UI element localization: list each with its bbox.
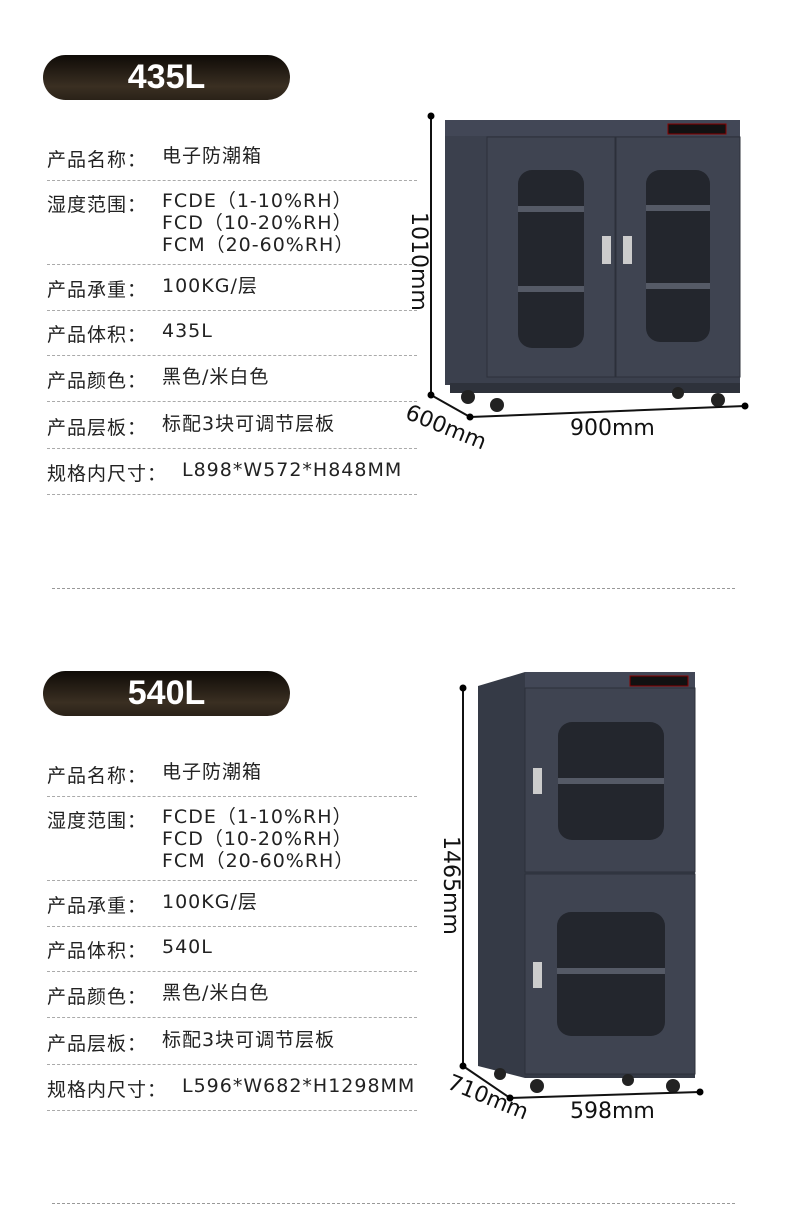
spec-value: 540L	[162, 936, 213, 958]
height-dimension: 1010mm	[406, 212, 431, 311]
width-dimension: 900mm	[570, 416, 655, 441]
spec-label: 产品颜色：	[47, 986, 148, 1008]
spec-value: FCM（20-60%RH）	[162, 850, 355, 872]
section-divider	[52, 1203, 735, 1204]
spec-label: 产品名称：	[47, 149, 148, 171]
section-divider	[52, 588, 735, 589]
spec-value: 标配3块可调节层板	[162, 1029, 336, 1051]
spec-value: L898*W572*H848MM	[182, 459, 403, 481]
product-section-435l: 435L 产品名称： 电子防潮箱 湿度范围： FCDE（1-10%RH）FCD（10…	[43, 55, 749, 589]
spec-value: FCDE（1-10%RH）	[162, 190, 353, 212]
spec-label: 湿度范围：	[47, 194, 148, 216]
spec-label: 产品层板：	[47, 417, 148, 439]
spec-label: 产品体积：	[47, 940, 148, 962]
spec-label: 湿度范围：	[47, 810, 148, 832]
spec-label: 产品名称：	[47, 765, 148, 787]
spec-value: 100KG/层	[162, 891, 258, 913]
spec-value: 电子防潮箱	[162, 761, 263, 783]
cabinet-illustration-540l: 1465mm 710mm 598mm	[438, 672, 704, 1125]
spec-row-inner-size: 规格内尺寸： L898*W572*H848MM	[47, 459, 417, 495]
spec-value: FCDE（1-10%RH）	[162, 806, 353, 828]
spec-value: L596*W682*H1298MM	[182, 1075, 416, 1097]
spec-label: 产品颜色：	[47, 370, 148, 392]
spec-row-name: 产品名称： 电子防潮箱	[47, 145, 417, 181]
spec-value: 黑色/米白色	[162, 366, 270, 388]
product-title-badge: 435L	[43, 55, 290, 100]
spec-row-inner-size: 规格内尺寸： L596*W682*H1298MM	[47, 1075, 417, 1111]
depth-dimension: 710mm	[444, 1070, 532, 1125]
spec-row-color: 产品颜色： 黑色/米白色	[47, 982, 417, 1018]
spec-label: 规格内尺寸：	[47, 1079, 168, 1101]
spec-value: 435L	[162, 320, 213, 342]
spec-row-load: 产品承重： 100KG/层	[47, 275, 417, 311]
spec-label: 规格内尺寸：	[47, 463, 168, 485]
product-title-badge: 540L	[43, 671, 290, 716]
spec-value: FCD（10-20%RH）	[162, 212, 353, 234]
spec-value: 黑色/米白色	[162, 982, 270, 1004]
depth-dimension: 600mm	[402, 400, 490, 455]
spec-label: 产品承重：	[47, 279, 148, 301]
spec-label: 产品层板：	[47, 1033, 148, 1055]
spec-row-humidity: 湿度范围： FCDE（1-10%RH）FCD（10-20%RH）FCM（20-60…	[47, 190, 417, 265]
spec-row-volume: 产品体积： 540L	[47, 936, 417, 972]
spec-value: 标配3块可调节层板	[162, 413, 336, 435]
spec-value: FCD（10-20%RH）	[162, 828, 353, 850]
height-dimension: 1465mm	[438, 836, 463, 935]
spec-row-shelves: 产品层板： 标配3块可调节层板	[47, 413, 417, 449]
spec-label: 产品承重：	[47, 895, 148, 917]
cabinet-illustration-435l: 1010mm 600mm 900mm	[402, 112, 749, 455]
spec-row-load: 产品承重： 100KG/层	[47, 891, 417, 927]
product-section-540l: 540L 产品名称： 电子防潮箱 湿度范围： FCDE（1-10%RH）FCD（10…	[0, 616, 790, 1232]
spec-value: 电子防潮箱	[162, 145, 263, 167]
width-dimension: 598mm	[570, 1099, 655, 1124]
spec-row-shelves: 产品层板： 标配3块可调节层板	[47, 1029, 417, 1065]
spec-row-humidity: 湿度范围： FCDE（1-10%RH）FCD（10-20%RH）FCM（20-60…	[47, 806, 417, 881]
spec-value: FCM（20-60%RH）	[162, 234, 355, 256]
spec-row-name: 产品名称： 电子防潮箱	[47, 761, 417, 797]
spec-value: 100KG/层	[162, 275, 258, 297]
spec-row-color: 产品颜色： 黑色/米白色	[47, 366, 417, 402]
spec-row-volume: 产品体积： 435L	[47, 320, 417, 356]
spec-label: 产品体积：	[47, 324, 148, 346]
